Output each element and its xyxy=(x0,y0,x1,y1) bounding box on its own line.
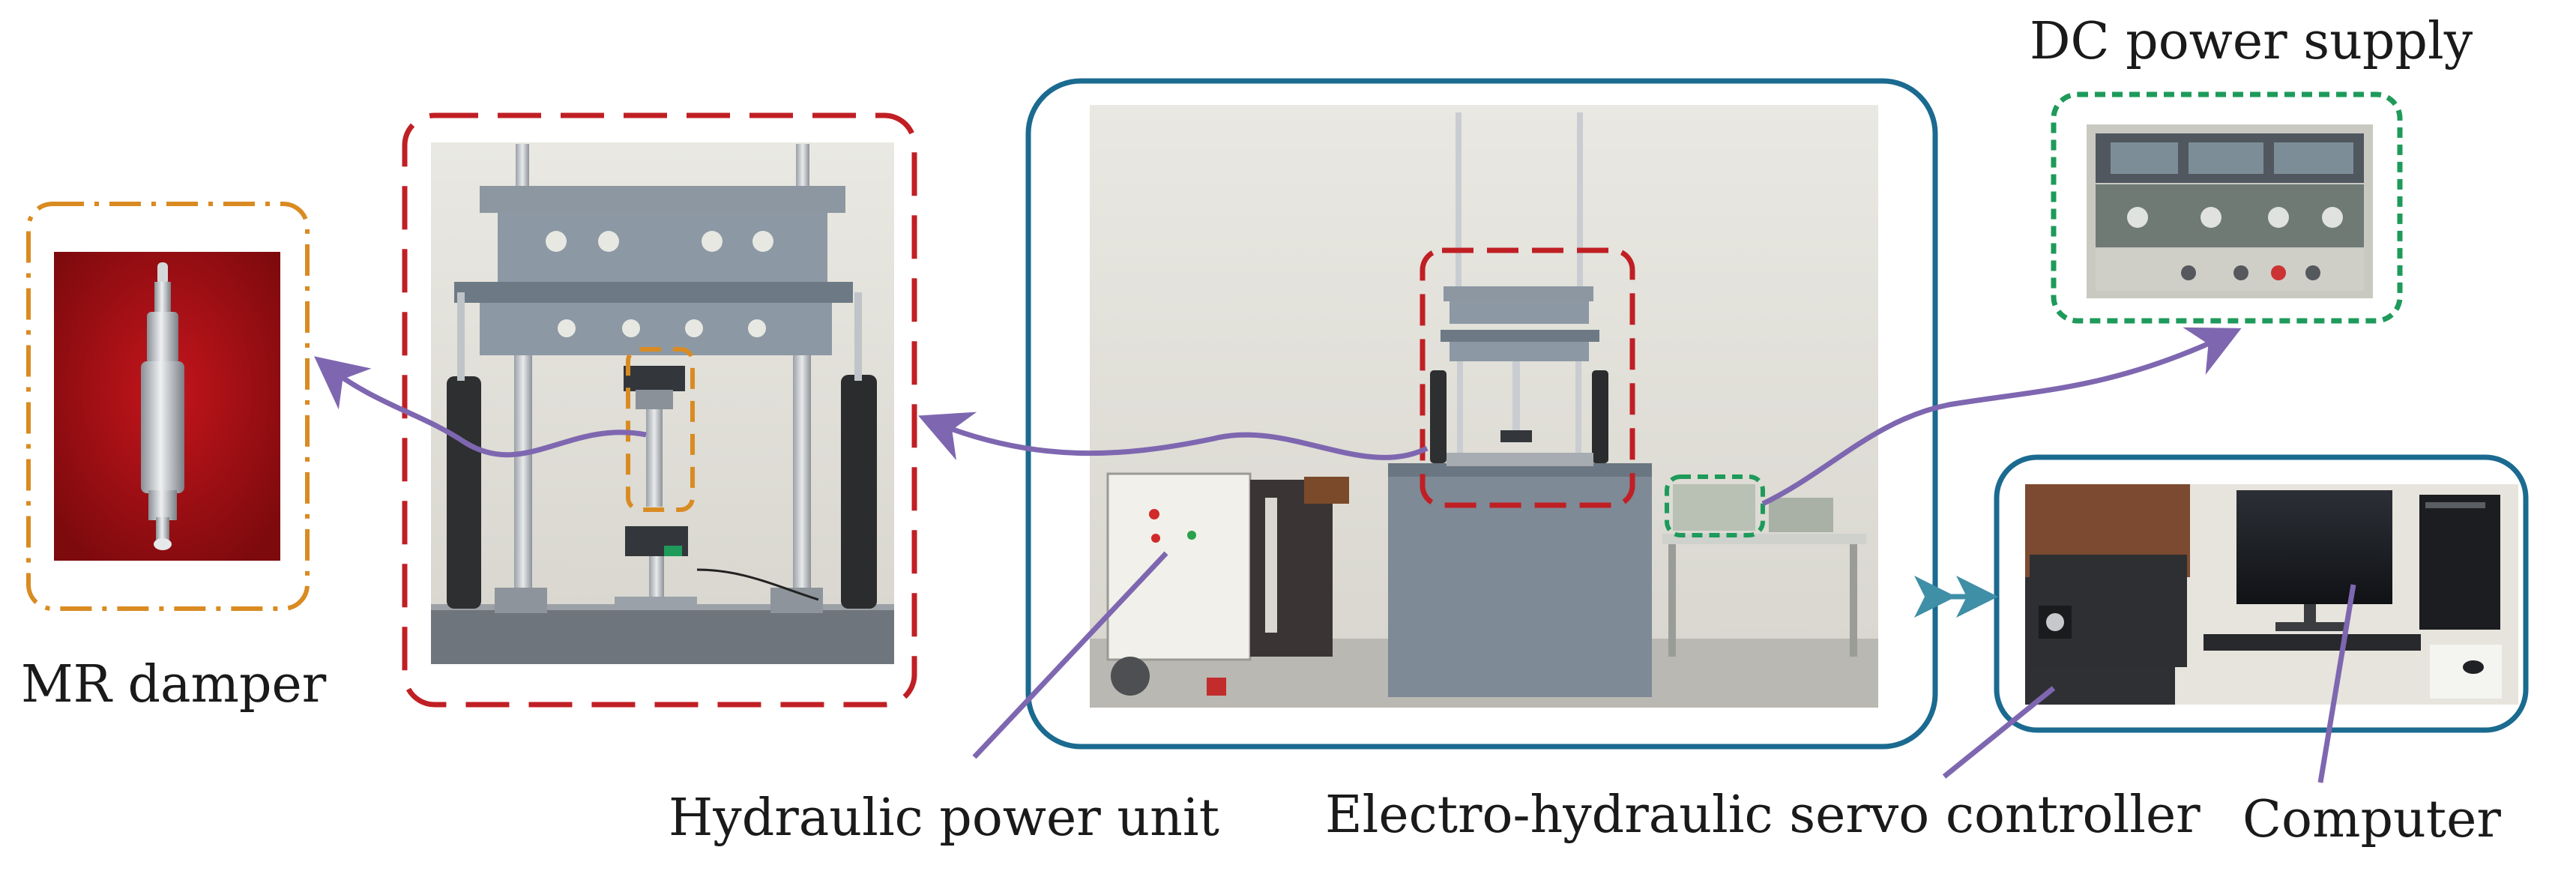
test-machine-frame xyxy=(1025,78,1938,750)
arrow-rig-to-damper xyxy=(314,356,647,458)
dc-supply-location-frame xyxy=(1665,474,1765,537)
label-dc-power-supply: DC power supply xyxy=(2030,12,2473,71)
damper-location-frame xyxy=(626,347,695,512)
arrow-machine-to-rig xyxy=(918,412,1429,461)
label-hydraulic-power-unit: Hydraulic power unit xyxy=(669,789,1219,848)
test-machine-panel xyxy=(1025,78,1938,750)
mr-damper-panel xyxy=(26,202,310,611)
label-servo-controller: Electro-hydraulic servo controller xyxy=(1325,786,2201,845)
mr-damper-frame xyxy=(26,202,310,611)
connector-arrows xyxy=(314,327,2356,783)
monitor xyxy=(2236,490,2392,604)
test-rig-zoom-panel xyxy=(402,112,917,708)
leader-servo-controller xyxy=(1942,686,2056,779)
mr-damper-illustration xyxy=(141,262,184,550)
leader-hydraulic-power-unit xyxy=(972,551,1168,759)
label-mr-damper: MR damper xyxy=(21,655,327,714)
dc-power-supply-panel xyxy=(2051,91,2403,324)
hydraulic-cabinet xyxy=(1106,472,1252,661)
label-computer: Computer xyxy=(2242,790,2501,849)
leader-computer xyxy=(2317,584,2356,783)
arrow-machine-to-dc-supply xyxy=(1761,327,2242,507)
computer-panel xyxy=(1994,454,2529,733)
